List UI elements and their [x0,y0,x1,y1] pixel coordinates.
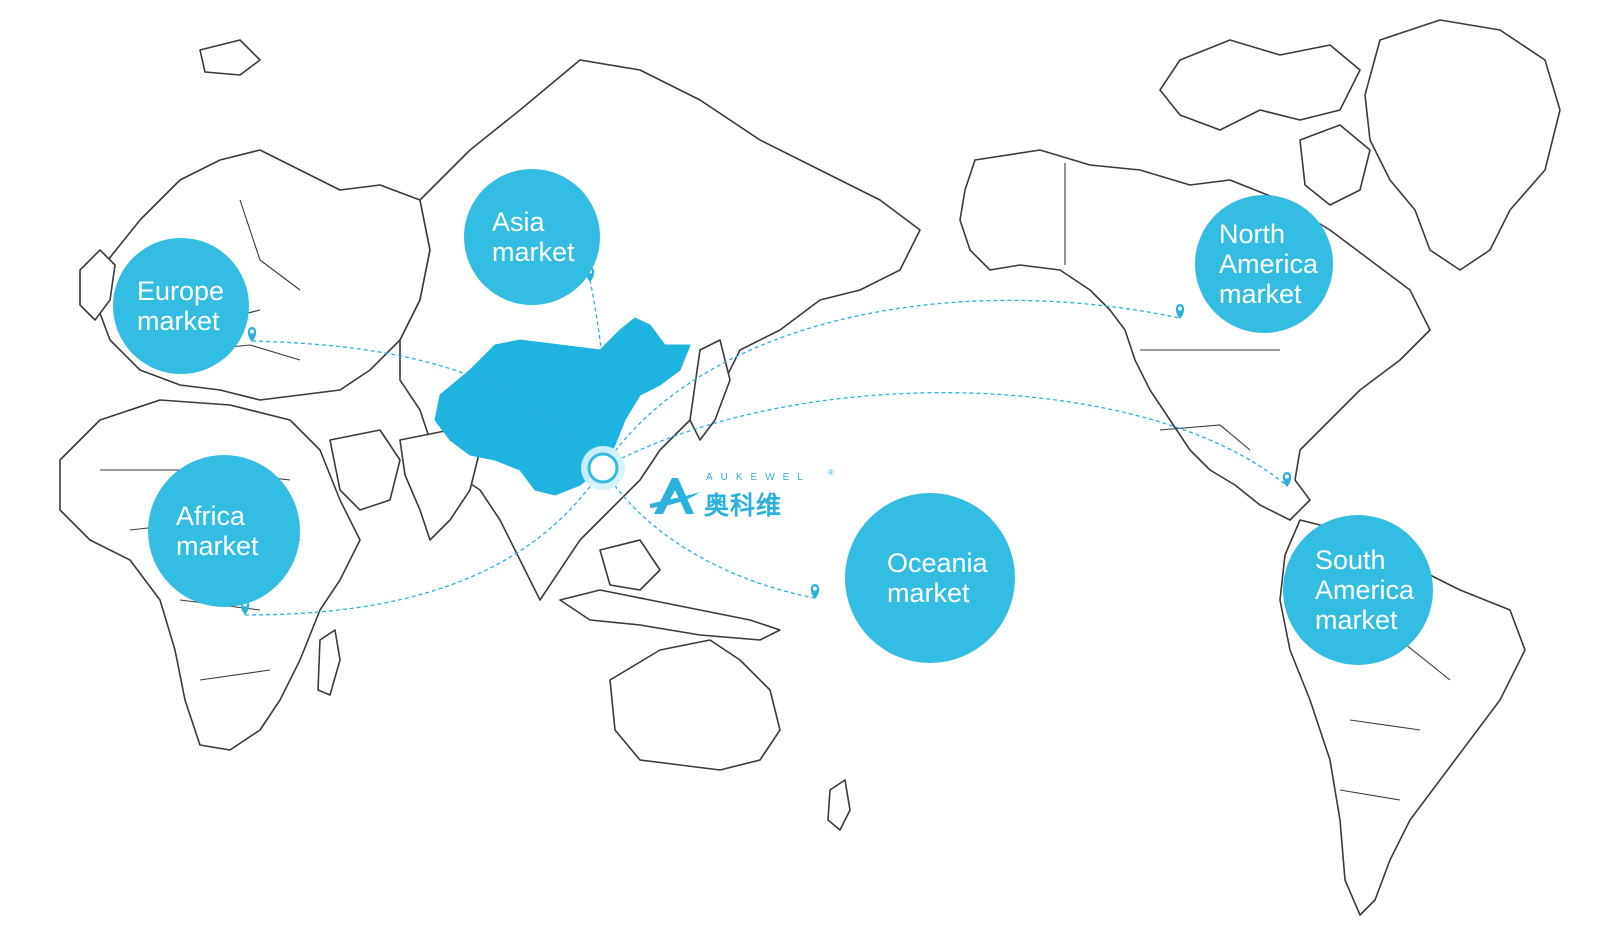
oceania-market-line2: market [887,578,970,608]
north-america-market-line3: market [1219,279,1302,309]
route-europe [251,340,604,469]
north-america-market-line2: America [1219,249,1319,279]
arctic-islands-outline [1159,39,1361,131]
route-south-america [602,392,1288,487]
africa-market-line1: Africa [176,501,246,531]
uk-outline [79,249,116,321]
us-mexico-border [1159,424,1251,451]
baffin-outline [1299,124,1371,206]
europe-market-line1: Europe [137,276,225,306]
oceania-market-bubble: Oceania market [845,493,1015,663]
south-america-market-bubble: South America market [1283,515,1433,665]
brand-registered: ® [828,468,834,477]
south-america-market-line2: America [1315,575,1415,605]
location-pin-icon [810,584,820,599]
route-oceania [602,467,816,599]
africa-market-line2: market [176,531,259,561]
europe-market-bubble: Europe market [113,238,249,374]
location-pin-icon [247,327,257,342]
madagascar-outline [317,629,341,696]
brand-latin: AUKEWEL [706,472,811,483]
south-america-market-line1: South [1315,545,1386,575]
china-region [434,317,691,496]
greenland-outline [1364,19,1561,271]
oceania-market-line1: Oceania [887,548,988,578]
south-america-market-line3: market [1315,605,1398,635]
europe-market-line2: market [137,306,220,336]
asia-market-line1: Asia [492,207,545,237]
aukewel-logo-icon [650,478,700,514]
location-pin-icon [1282,472,1292,487]
borneo-outline [599,539,661,591]
north-america-market-bubble: North America market [1195,195,1333,333]
north-america-outline [959,149,1431,521]
australia-outline [609,639,781,771]
asia-market-line2: market [492,237,575,267]
hub-marker-icon [581,446,625,490]
north-america-market-line1: North [1219,219,1286,249]
arabia-outline [329,429,401,511]
new-zealand-outline [827,779,851,831]
location-pin-icon [1175,304,1185,319]
iceland-outline [199,39,261,76]
asia-market-bubble: Asia market [464,169,600,305]
route-africa [244,467,604,616]
africa-market-bubble: Africa market [148,455,300,607]
indonesia-outline [559,589,781,641]
brand-chinese: 奥科维 [704,492,783,520]
aukewel-logo: AUKEWEL ® 奥科维 [650,468,850,522]
route-north-america [602,299,1181,469]
route-asia [589,279,606,469]
